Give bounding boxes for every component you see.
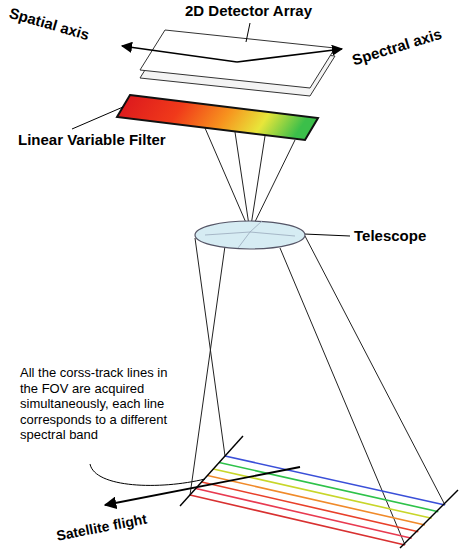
spectral-band-line bbox=[219, 463, 438, 512]
spectral-band-line bbox=[208, 476, 426, 526]
optical-rays bbox=[205, 128, 295, 232]
spatial-axis-arrow bbox=[122, 46, 237, 62]
telescope-lens bbox=[195, 221, 305, 249]
field-of-view-rays bbox=[190, 236, 445, 545]
direction-label: Satellite flight bbox=[55, 510, 148, 544]
spectral-band-line bbox=[196, 489, 412, 539]
detector-array bbox=[140, 30, 335, 88]
flight-direction-arrow bbox=[105, 467, 300, 505]
part-label: 2D Detector Array bbox=[185, 2, 312, 20]
leader-line bbox=[246, 23, 250, 42]
note-text: All the corss-track lines in the FOV are… bbox=[20, 365, 185, 443]
spectral-band-line bbox=[202, 482, 419, 532]
swath-edge bbox=[400, 490, 458, 548]
leader-line bbox=[72, 107, 123, 129]
spectral-axis-arrow bbox=[237, 49, 342, 62]
swath-edge bbox=[180, 436, 243, 506]
axis-label: Spatial axis bbox=[7, 4, 91, 44]
leader-line bbox=[304, 234, 350, 236]
ground-strip bbox=[190, 456, 445, 545]
axis-label: Spectral axis bbox=[350, 25, 444, 69]
spectral-band-line bbox=[213, 469, 431, 518]
spectral-band-line bbox=[225, 456, 445, 505]
leader-line bbox=[90, 464, 205, 485]
part-label: Linear Variable Filter bbox=[18, 131, 166, 149]
part-label: Telescope bbox=[354, 227, 426, 245]
lens-facets bbox=[205, 221, 295, 248]
spectral-band-line bbox=[190, 495, 405, 545]
